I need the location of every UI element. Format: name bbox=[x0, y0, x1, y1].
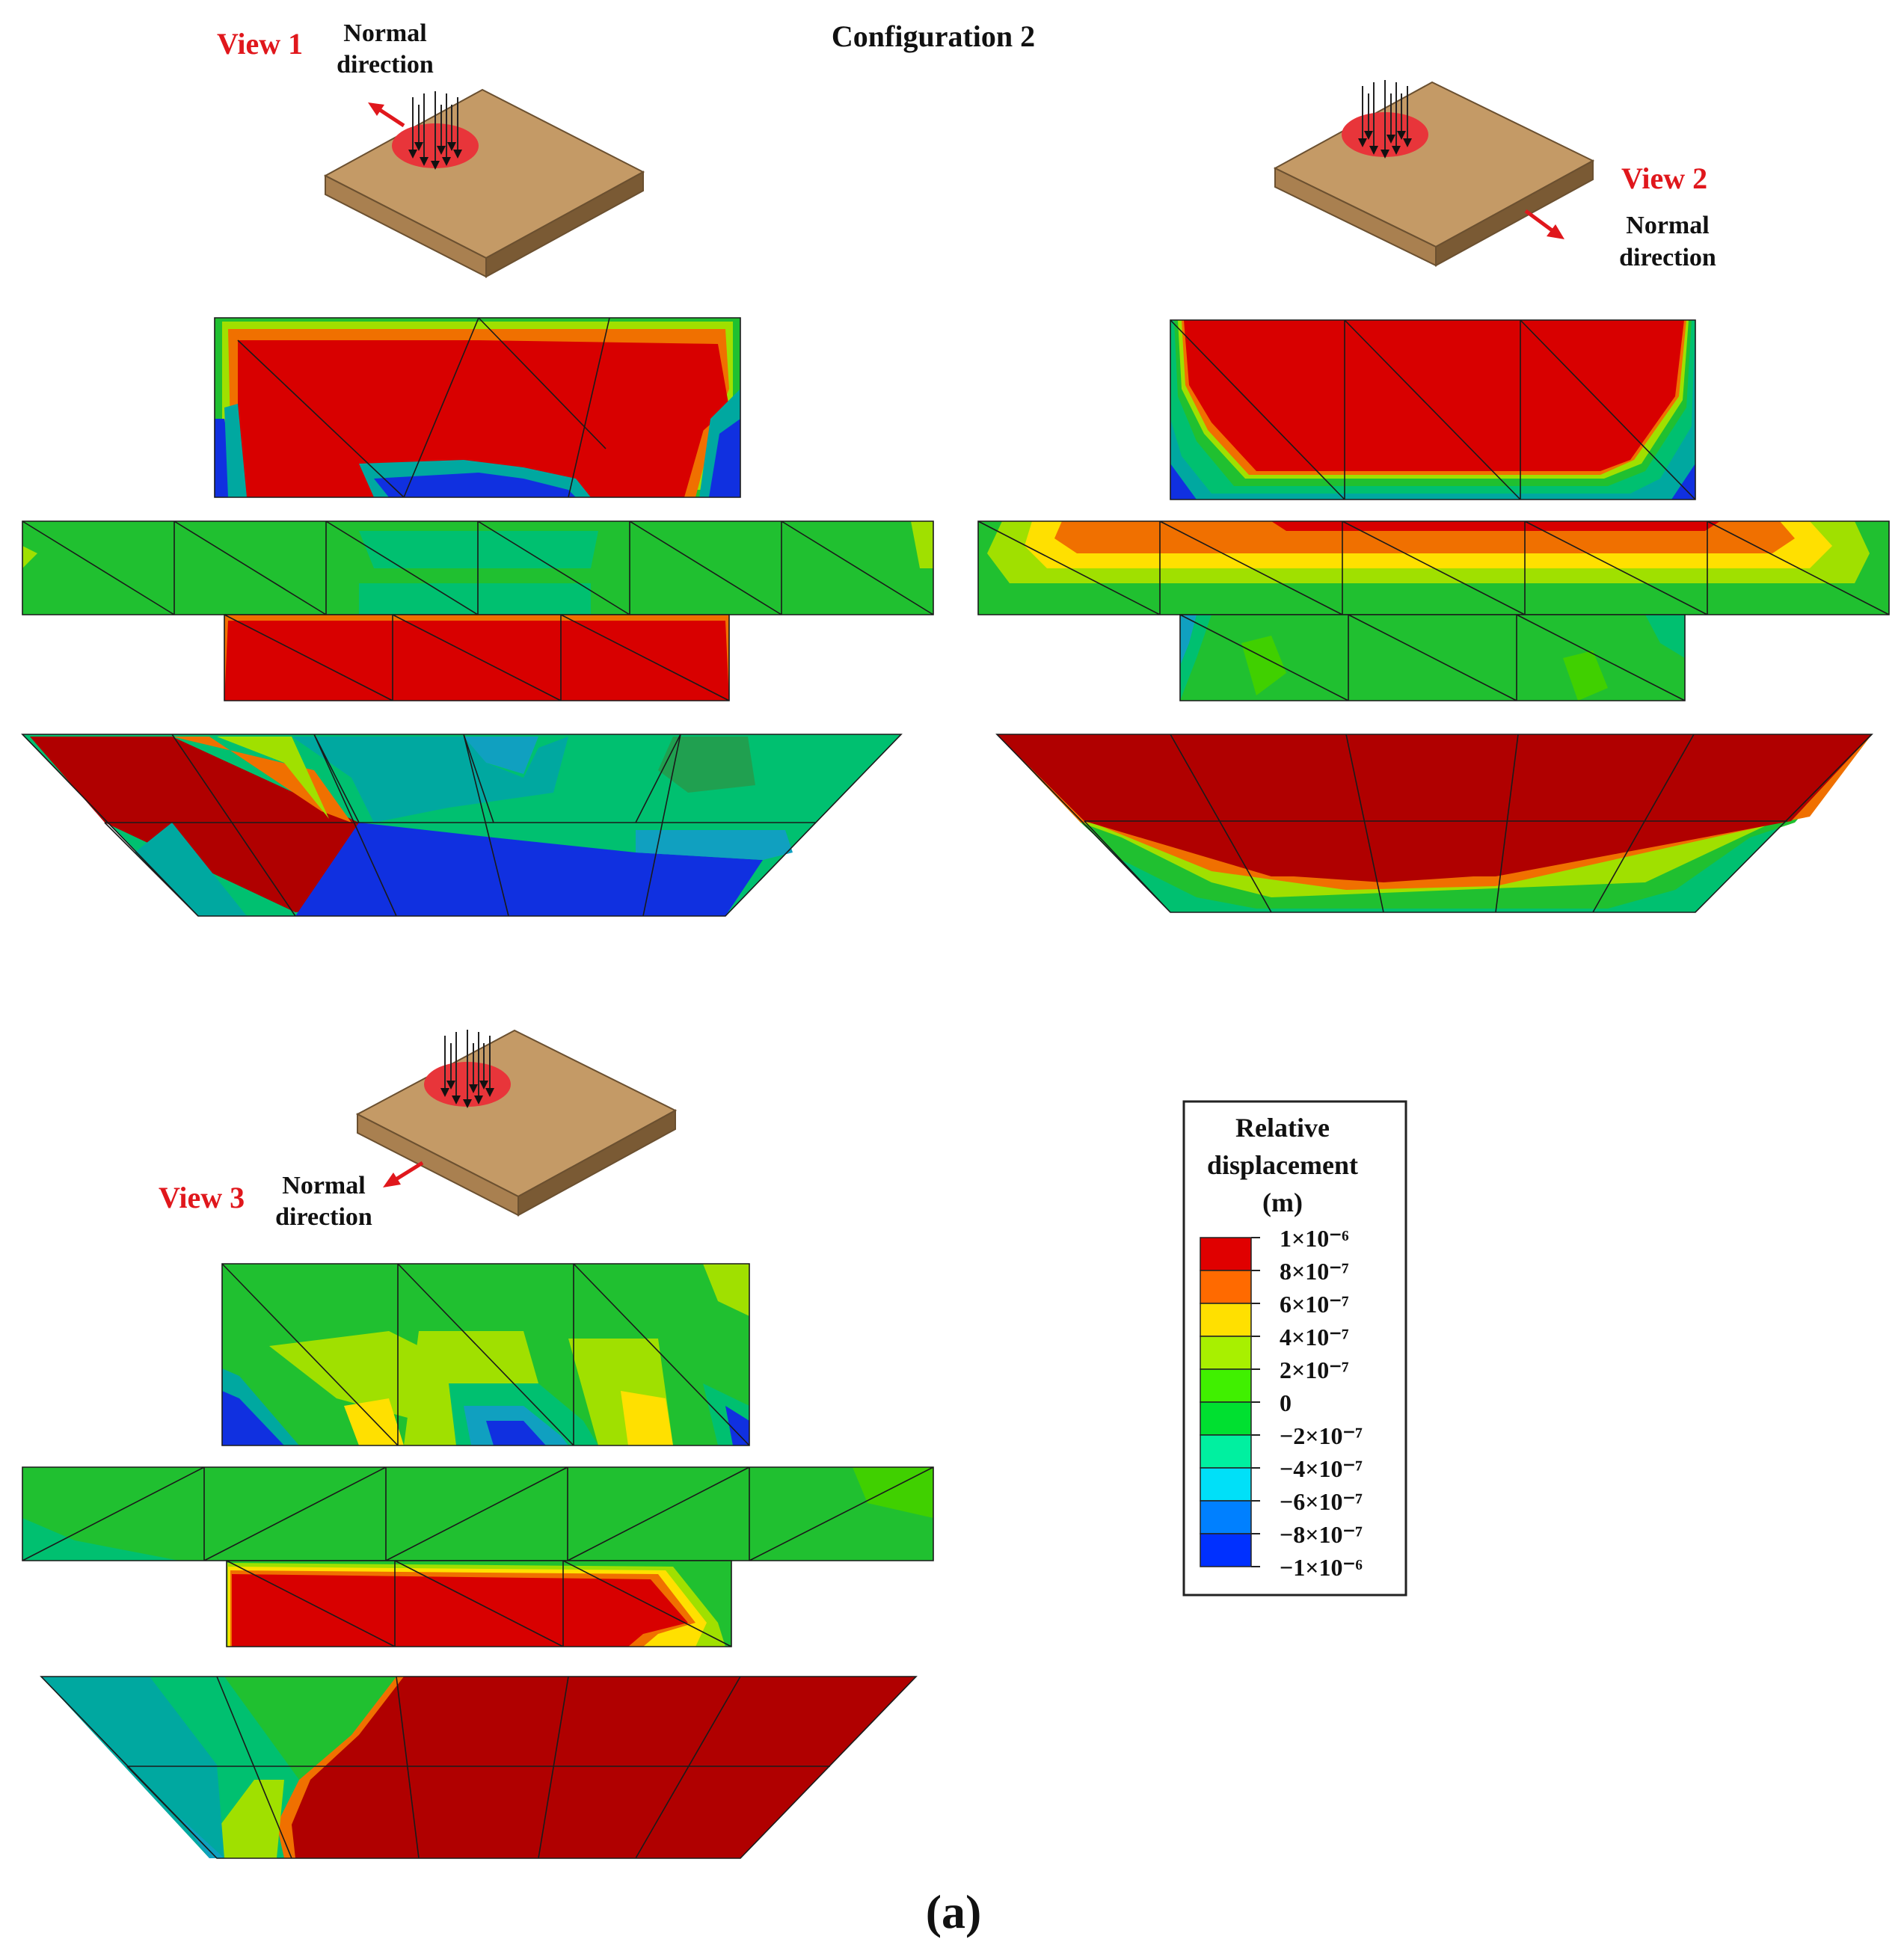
view2-label: View 2 bbox=[1621, 162, 1707, 195]
legend-title-line1: Relative bbox=[1235, 1113, 1330, 1143]
legend-swatch bbox=[1200, 1500, 1252, 1534]
legend-title-line3: (m) bbox=[1262, 1187, 1303, 1217]
legend: Relative displacement (m) 1×10⁻⁶ 8×10⁻⁷ 6×… bbox=[1182, 1100, 1407, 1597]
legend-swatch bbox=[1200, 1401, 1252, 1436]
figure-title: Configuration 2 bbox=[832, 19, 1035, 53]
legend-tick-label: 2×10⁻⁷ bbox=[1280, 1356, 1349, 1383]
legend-tick-label: −6×10⁻⁷ bbox=[1280, 1488, 1363, 1515]
view1-lower-panel bbox=[224, 614, 730, 701]
view1-label: View 1 bbox=[217, 27, 303, 61]
view3-normal-label: Normal bbox=[282, 1172, 365, 1199]
legend-tick-label: 0 bbox=[1280, 1389, 1292, 1416]
legend-swatch bbox=[1200, 1303, 1252, 1337]
legend-swatch bbox=[1200, 1270, 1252, 1304]
view1-slab-icon bbox=[323, 88, 645, 278]
view3-upper-panel bbox=[221, 1263, 750, 1446]
view1-middle-panel bbox=[22, 520, 934, 615]
legend-swatch bbox=[1200, 1237, 1252, 1271]
legend-swatch bbox=[1200, 1336, 1252, 1370]
legend-tick-label: 4×10⁻⁷ bbox=[1280, 1324, 1349, 1351]
legend-tick-label: 8×10⁻⁷ bbox=[1280, 1258, 1349, 1285]
legend-swatch bbox=[1200, 1533, 1252, 1567]
normal-direction-arrow-icon bbox=[1524, 209, 1556, 234]
view2-slab-icon bbox=[1273, 80, 1595, 267]
normal-direction-arrow-icon bbox=[376, 106, 405, 128]
view3-lower-panel bbox=[226, 1560, 732, 1647]
legend-tick-label: −8×10⁻⁷ bbox=[1280, 1521, 1363, 1548]
legend-tick-label: 1×10⁻⁶ bbox=[1280, 1225, 1349, 1252]
legend-swatch bbox=[1200, 1434, 1252, 1469]
view1-direction-label: direction bbox=[337, 51, 434, 79]
view3-trapezoid-panel bbox=[40, 1676, 918, 1859]
view3-middle-panel bbox=[22, 1466, 934, 1561]
legend-color-scale bbox=[1200, 1237, 1252, 1567]
figure-caption: (a) bbox=[926, 1885, 982, 1938]
normal-direction-arrow-icon bbox=[393, 1161, 424, 1182]
legend-tick-label: 6×10⁻⁷ bbox=[1280, 1291, 1349, 1318]
legend-swatch bbox=[1200, 1467, 1252, 1502]
legend-tick-labels: 1×10⁻⁶ 8×10⁻⁷ 6×10⁻⁷ 4×10⁻⁷ 2×10⁻⁷ 0 −2×10⁻⁷ −4… bbox=[1251, 1225, 1363, 1581]
view1-trapezoid-panel bbox=[21, 734, 903, 917]
view1-upper-panel bbox=[214, 317, 741, 498]
view3-slab-icon bbox=[355, 1029, 678, 1217]
load-arrows-icon bbox=[444, 1030, 491, 1099]
legend-title-line2: displacement bbox=[1207, 1150, 1358, 1180]
view2-lower-panel bbox=[1179, 614, 1686, 701]
view2-trapezoid-panel bbox=[995, 734, 1873, 913]
view2-normal-label: Normal bbox=[1626, 212, 1709, 239]
view1-normal-label: Normal bbox=[343, 19, 426, 47]
view3-label: View 3 bbox=[159, 1181, 245, 1214]
view2-direction-label: direction bbox=[1619, 244, 1716, 271]
legend-tick-label: −4×10⁻⁷ bbox=[1280, 1455, 1363, 1482]
load-arrows-icon bbox=[1362, 80, 1408, 150]
load-arrows-icon bbox=[412, 91, 458, 161]
legend-tick-label: −2×10⁻⁷ bbox=[1280, 1422, 1363, 1449]
view3-direction-label: direction bbox=[275, 1203, 372, 1231]
view2-upper-panel bbox=[1170, 319, 1696, 500]
legend-tick-label: −1×10⁻⁶ bbox=[1280, 1554, 1363, 1581]
view2-middle-panel bbox=[977, 520, 1890, 615]
legend-swatch bbox=[1200, 1368, 1252, 1403]
